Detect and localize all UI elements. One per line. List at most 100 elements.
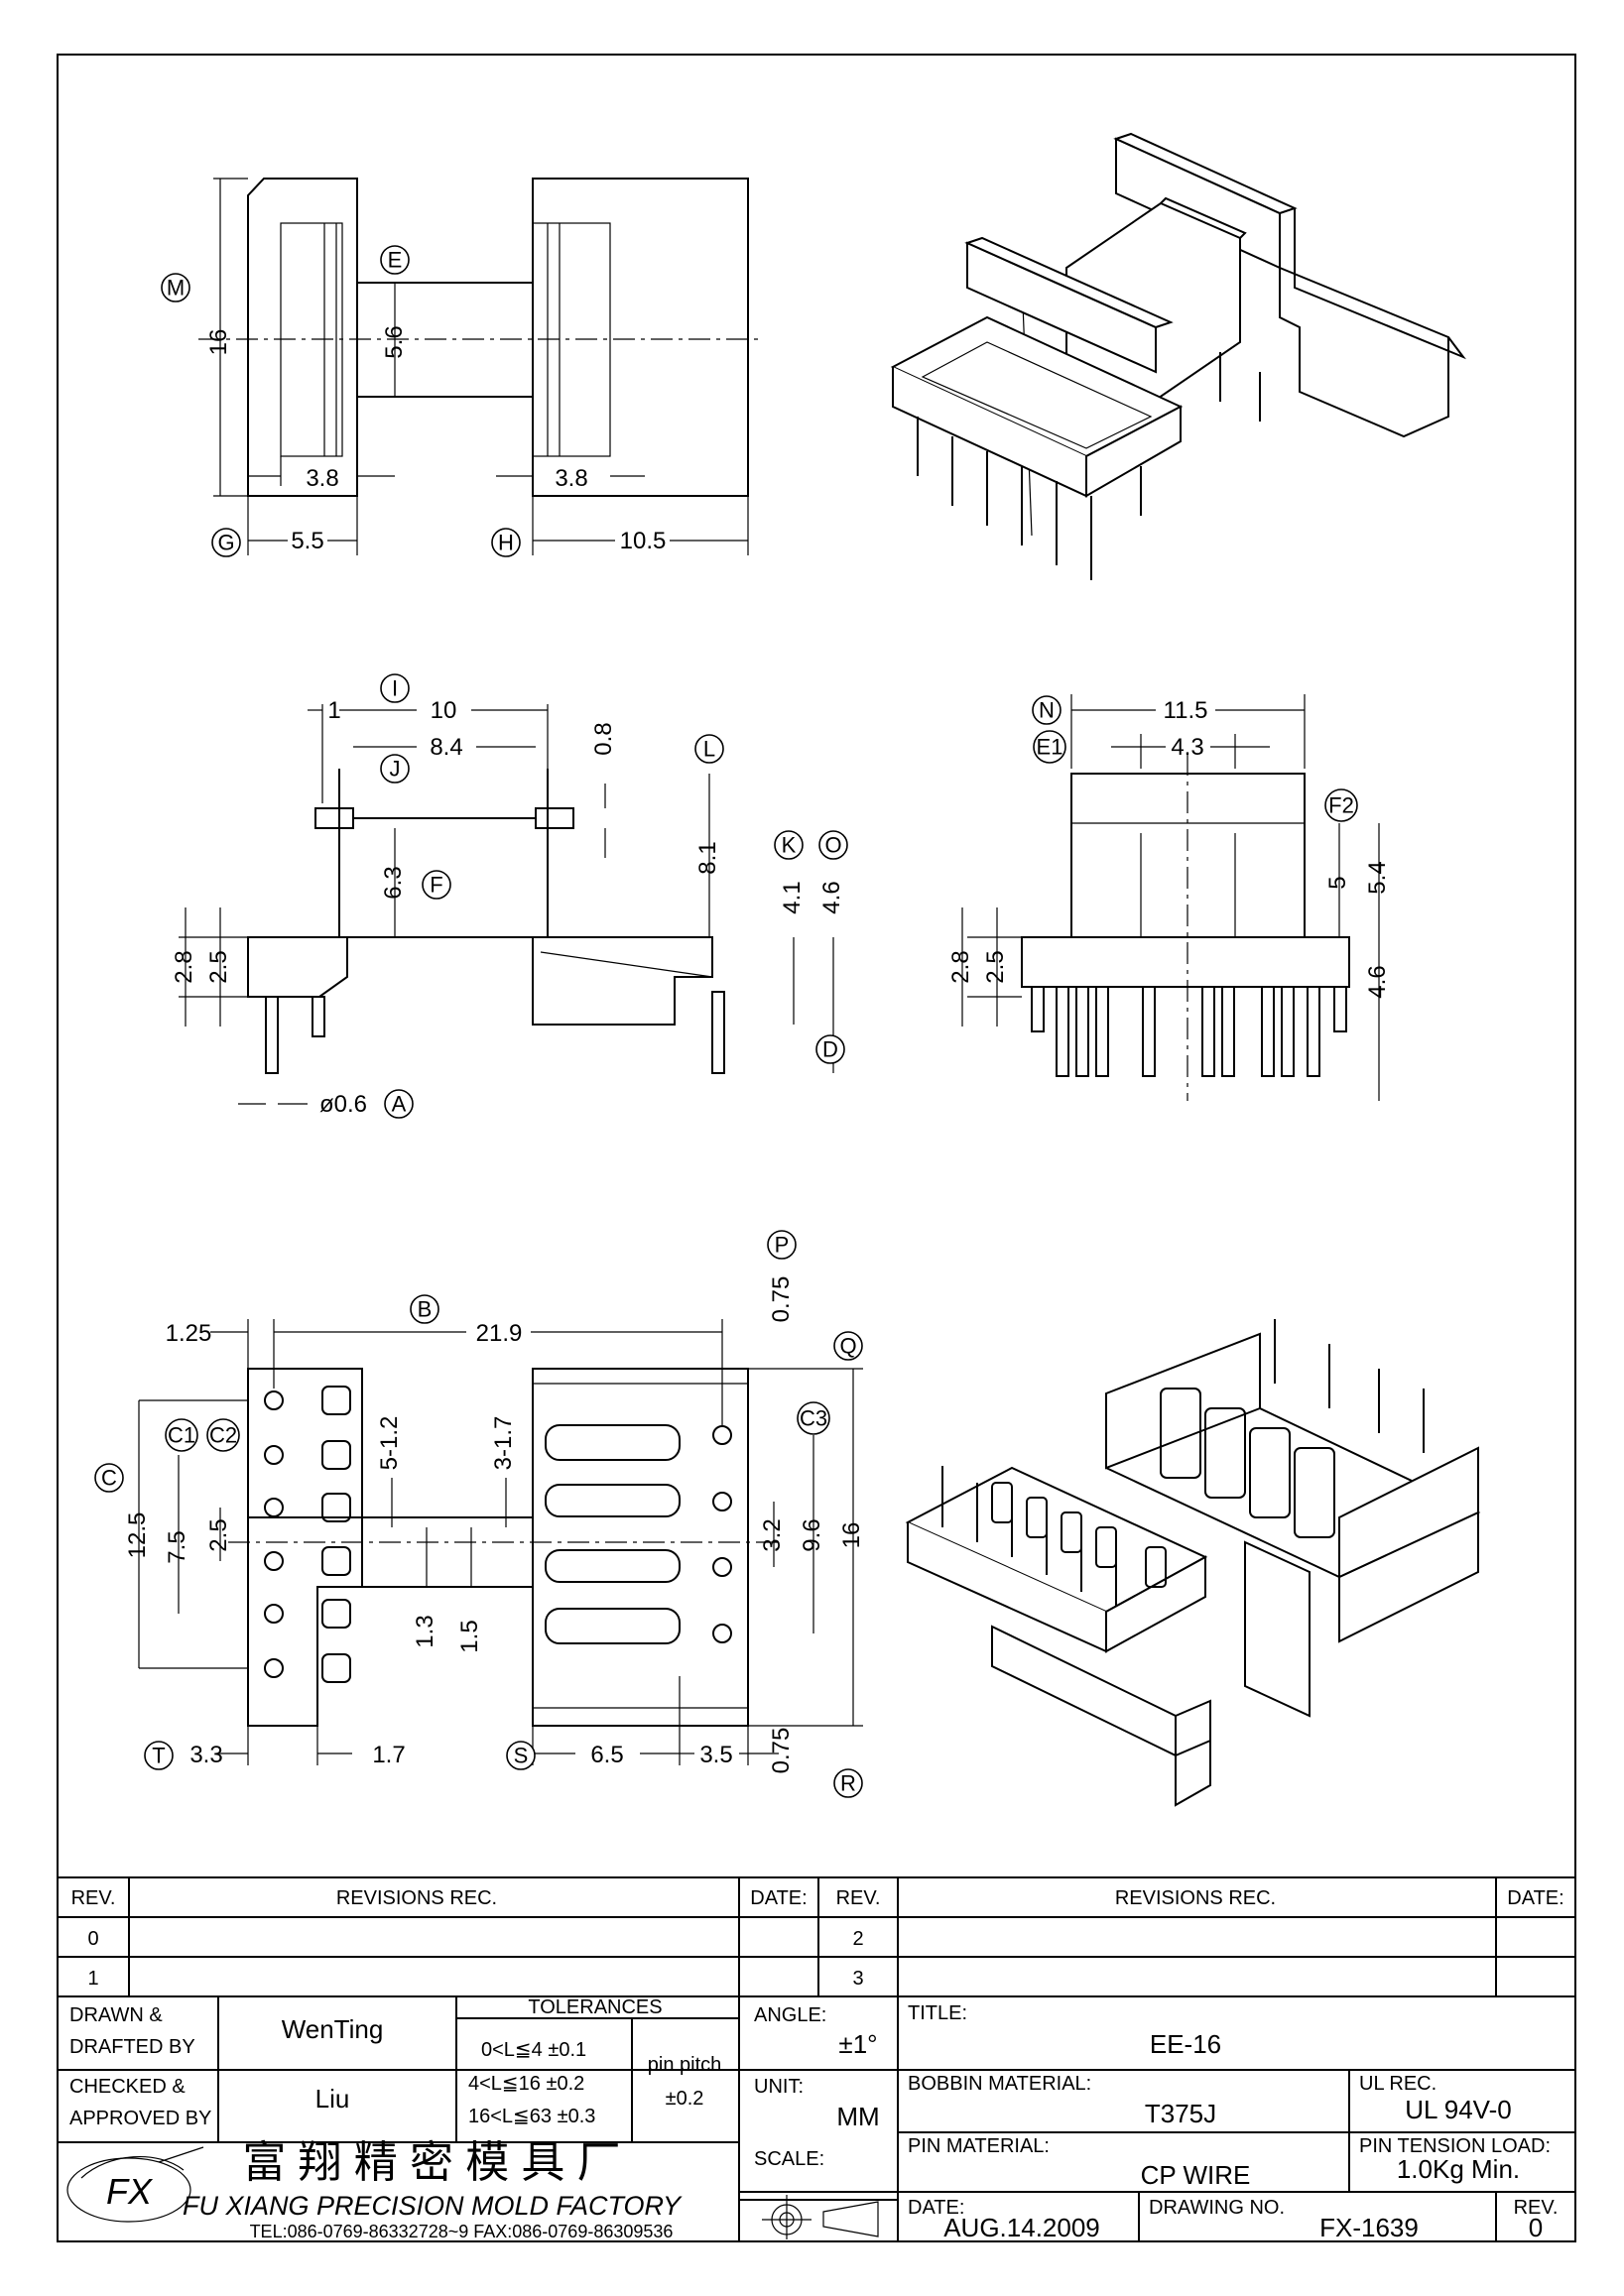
label-E: E — [388, 248, 403, 273]
fx-logo-icon: FX — [66, 2146, 204, 2223]
dim-1-5: 1.5 — [456, 1620, 483, 1652]
dim-2-5: 2.5 — [205, 950, 232, 983]
label-I: I — [392, 676, 398, 701]
unit-value: MM — [836, 2102, 879, 2131]
angle-value: ±1° — [838, 2029, 877, 2059]
rev-row-2: 2 — [852, 1928, 863, 1950]
tolerance-2: 4<L≦16 ±0.2 — [468, 2073, 584, 2095]
label-F2: F2 — [1328, 793, 1354, 818]
dim-5-1-2: 5-1.2 — [376, 1416, 403, 1471]
title-block: REV. REVISIONS REC. DATE: REV. REVISIONS… — [58, 1877, 1575, 2242]
rev-label: REV. — [1514, 2197, 1559, 2219]
label-G: G — [217, 531, 234, 555]
dim-0-75-bottom: 0.75 — [768, 1728, 795, 1774]
dim-7-5: 7.5 — [164, 1530, 190, 1563]
rev-row-1: 1 — [87, 1968, 98, 1990]
label-L: L — [703, 737, 715, 762]
dim-8-1: 8.1 — [694, 841, 721, 874]
label-N: N — [1039, 698, 1055, 723]
dim-12-5: 12.5 — [124, 1512, 151, 1559]
angle-label: ANGLE: — [754, 2004, 826, 2026]
tolerances-label: TOLERANCES — [528, 1996, 662, 2018]
mid-right-view: 11.5 4.3 5 5.4 4.6 2.8 2.5 N E1 F2 — [947, 694, 1391, 1101]
dim-16b: 16 — [838, 1522, 865, 1549]
drawn-label: DRAWN & — [69, 2004, 163, 2026]
dim-3-5: 3.5 — [699, 1742, 732, 1768]
dim-4-6b: 4.6 — [1364, 965, 1391, 998]
company-name-cn: 富 翔 精 密 模 具 厂 — [242, 2138, 620, 2187]
scale-label: SCALE: — [754, 2148, 824, 2170]
top-right-iso-view — [890, 132, 1466, 580]
label-A: A — [392, 1092, 407, 1117]
dim-4-3: 4.3 — [1171, 734, 1203, 761]
dim-0-75-top: 0.75 — [768, 1276, 795, 1323]
dim-flange-3-8-right: 3.8 — [555, 465, 587, 492]
pin-material-value: CP WIRE — [1141, 2160, 1251, 2190]
dim-5-5: 5.5 — [291, 528, 323, 554]
label-B: B — [418, 1297, 433, 1322]
dim-6-5: 6.5 — [590, 1742, 623, 1768]
dim-6-3: 6.3 — [380, 866, 407, 899]
mid-left-view: 1 10 8.4 0.8 8.1 6.3 4.1 4.6 2.8 2.5 ø0.… — [171, 673, 848, 1119]
dim-3-2: 3.2 — [759, 1518, 786, 1551]
dim-21-9: 21.9 — [476, 1320, 523, 1347]
dim-1: 1 — [327, 697, 340, 724]
svg-text:FX: FX — [106, 2171, 154, 2212]
bottom-right-iso-view — [905, 1319, 1481, 1807]
dim-10-5: 10.5 — [620, 528, 667, 554]
tolerance-3: 16<L≦63 ±0.3 — [468, 2106, 595, 2127]
dim-9-6: 9.6 — [799, 1518, 825, 1551]
label-Q: Q — [839, 1334, 856, 1359]
bobbin-value: T375J — [1145, 2099, 1216, 2128]
pin-pitch-label: pin pitch — [648, 2054, 722, 2076]
dim-5-4: 5.4 — [1364, 861, 1391, 894]
date-label: DATE: — [908, 2197, 964, 2219]
label-P: P — [775, 1233, 790, 1258]
company-name-en: FU XIANG PRECISION MOLD FACTORY — [183, 2191, 683, 2221]
label-T: T — [152, 1744, 165, 1768]
label-K: K — [782, 833, 797, 858]
label-J: J — [390, 757, 401, 782]
title-label: TITLE: — [908, 2002, 967, 2024]
rev-value: 0 — [1529, 2213, 1543, 2242]
label-H: H — [498, 531, 514, 555]
date-header: DATE: — [750, 1887, 807, 1909]
dim-2-5b: 2.5 — [982, 950, 1009, 983]
rev-header: REV. — [71, 1887, 116, 1909]
ul-label: UL REC. — [1359, 2073, 1437, 2095]
sheet-frame — [57, 54, 1576, 2242]
revisions-header: REVISIONS REC. — [336, 1887, 497, 1909]
label-E1: E1 — [1037, 735, 1063, 760]
label-C1: C1 — [168, 1423, 195, 1448]
pin-pitch-tol: ±0.2 — [666, 2088, 704, 2110]
dim-flange-3-8-left: 3.8 — [306, 465, 338, 492]
bottom-left-view: 1.25 21.9 0.75 0.75 5-1.2 3-1.7 12.5 7.5… — [94, 1230, 865, 1798]
bobbin-label: BOBBIN MATERIAL: — [908, 2073, 1091, 2095]
dim-2-5c: 2.5 — [205, 1518, 232, 1551]
unit-label: UNIT: — [754, 2076, 804, 2098]
label-F: F — [430, 873, 442, 898]
dim-3-3: 3.3 — [189, 1742, 222, 1768]
drawn-name: WenTing — [282, 2014, 384, 2044]
dim-core-5-6: 5.6 — [381, 325, 408, 358]
label-D: D — [822, 1037, 838, 1062]
tension-label: PIN TENSION LOAD: — [1359, 2135, 1551, 2157]
drawing-no-label: DRAWING NO. — [1149, 2197, 1285, 2219]
label-C: C — [101, 1466, 117, 1491]
tension-value: 1.0Kg Min. — [1397, 2154, 1520, 2184]
projection-symbol-icon — [762, 2195, 879, 2239]
label-C2: C2 — [209, 1423, 237, 1448]
dim-11-5: 11.5 — [1164, 697, 1208, 724]
date-value: AUG.14.2009 — [943, 2213, 1100, 2242]
dim-0-8: 0.8 — [590, 722, 617, 755]
drafted-label: DRAFTED BY — [69, 2036, 195, 2058]
label-C3: C3 — [800, 1406, 827, 1431]
dim-10: 10 — [431, 697, 457, 724]
label-S: S — [514, 1744, 529, 1768]
company-contact: TEL:086-0769-86332728~9 FAX:086-0769-863… — [250, 2222, 674, 2241]
dim-height-16: 16 — [205, 329, 232, 356]
checked-label: CHECKED & — [69, 2076, 186, 2098]
dim-4-1: 4.1 — [779, 881, 806, 913]
